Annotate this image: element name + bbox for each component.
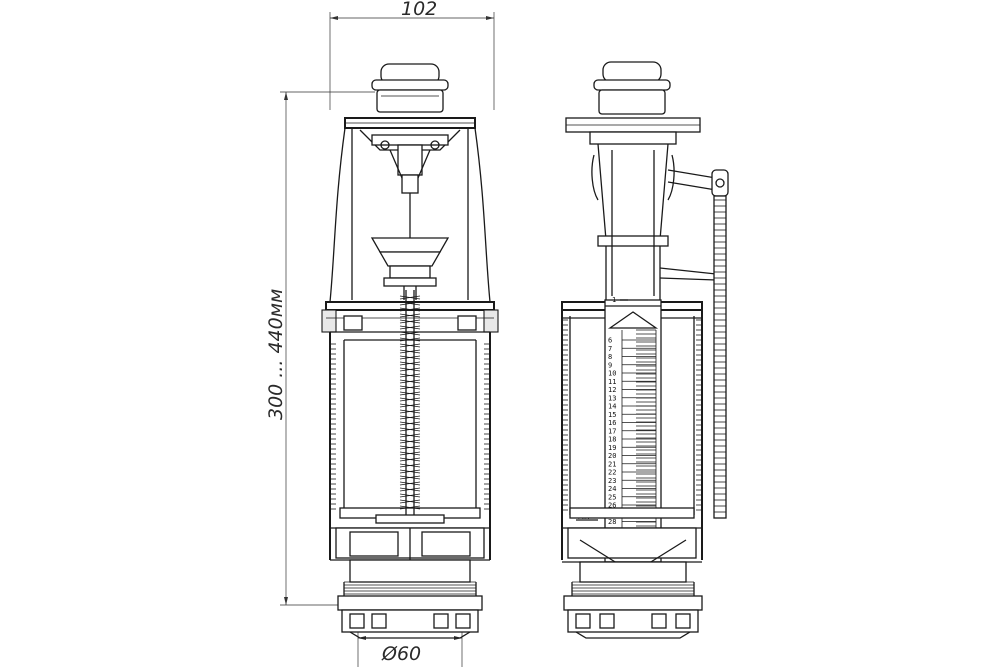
body-ribs bbox=[330, 343, 490, 510]
height-dimension: 300 ... 440мм bbox=[265, 91, 375, 606]
side-push-button bbox=[593, 61, 671, 115]
scale-mark-24: 24 bbox=[608, 485, 616, 493]
scale-mark-28: 28 bbox=[608, 518, 616, 526]
scale-mark-26: 26 bbox=[608, 502, 616, 510]
height-label: 300 ... 440мм bbox=[265, 289, 287, 420]
scale-mark-8: 8 bbox=[608, 353, 612, 361]
scale-mark-25: 25 bbox=[608, 493, 616, 501]
scale-mark-10: 10 bbox=[608, 370, 616, 378]
side-body: 6789101112131415161718192021222324252627… bbox=[561, 296, 703, 566]
scale-mark-15: 15 bbox=[608, 411, 616, 419]
side-threaded-base bbox=[563, 561, 703, 639]
scale-mark-13: 13 bbox=[608, 394, 616, 402]
scale-mark-21: 21 bbox=[608, 460, 616, 468]
scale-mark-22: 22 bbox=[608, 469, 616, 477]
scale-mark-11: 11 bbox=[608, 378, 616, 386]
scale-mark-23: 23 bbox=[608, 477, 616, 485]
overflow-lever bbox=[659, 169, 729, 519]
main-body bbox=[321, 301, 499, 561]
push-button bbox=[371, 63, 449, 113]
width-dimension: 102 bbox=[329, 0, 495, 110]
scale-mark-6: 6 bbox=[608, 337, 612, 345]
scale-mark-9: 9 bbox=[608, 361, 612, 369]
spring bbox=[399, 290, 421, 515]
side-top-plate bbox=[565, 117, 701, 145]
width-label: 102 bbox=[401, 0, 437, 20]
scale-mark-16: 16 bbox=[608, 419, 616, 427]
scale-mark-18: 18 bbox=[608, 436, 616, 444]
scale-mark-14: 14 bbox=[608, 403, 616, 411]
scale-mark-17: 17 bbox=[608, 427, 616, 435]
scale-mark-12: 12 bbox=[608, 386, 616, 394]
valve-side-view: 6789101112131415161718192021222324252627… bbox=[561, 61, 729, 639]
diameter-label: Ø60 bbox=[381, 643, 421, 665]
threaded-base bbox=[337, 559, 483, 639]
float-cup bbox=[370, 237, 450, 300]
scale-mark-19: 19 bbox=[608, 444, 616, 452]
scale-mark-7: 7 bbox=[608, 345, 612, 353]
side-stem bbox=[591, 143, 675, 300]
diameter-dimension: Ø60 bbox=[357, 628, 463, 667]
valve-section-view bbox=[321, 63, 499, 639]
top-cage bbox=[329, 117, 491, 303]
scale-top-label: 1 bbox=[612, 296, 616, 304]
scale-mark-20: 20 bbox=[608, 452, 616, 460]
